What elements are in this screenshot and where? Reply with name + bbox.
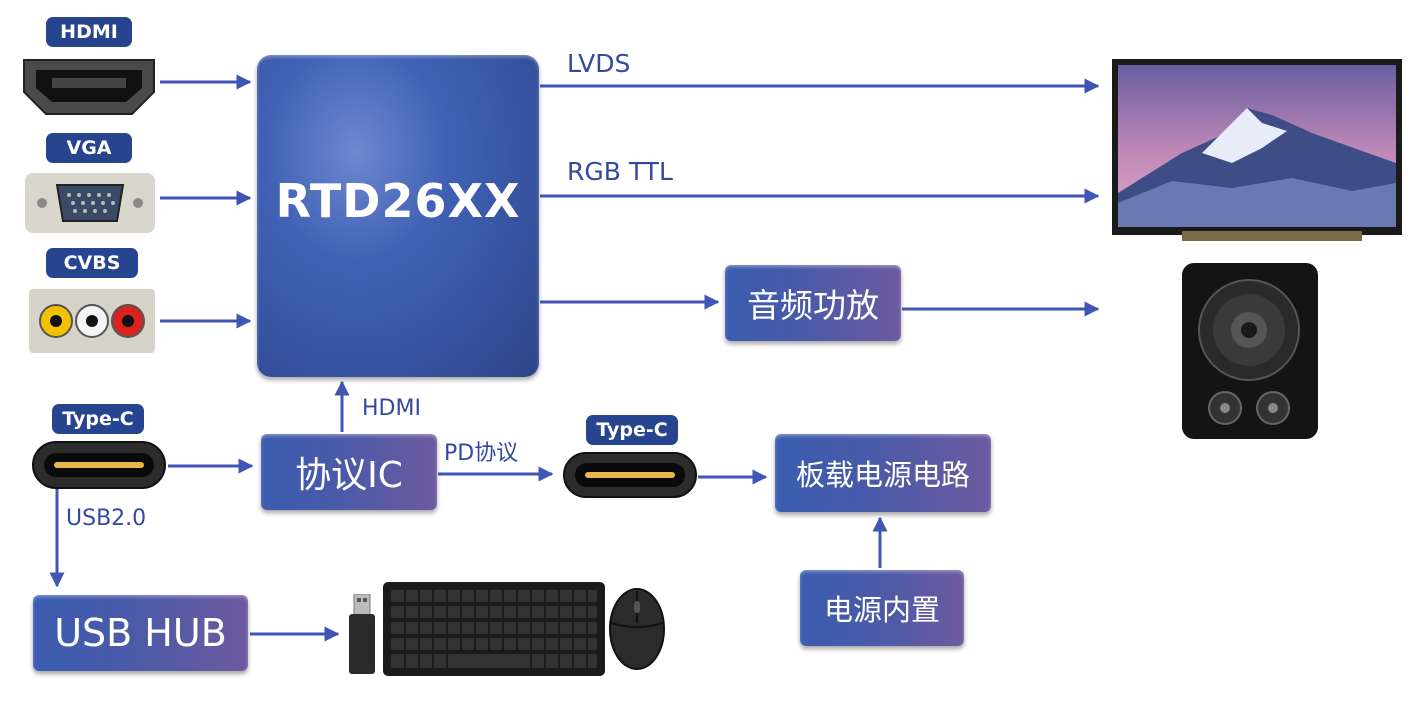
usb-hub-box: USB HUB <box>33 595 248 671</box>
cvbs-tag: CVBS <box>46 248 138 278</box>
usb-hub-label: USB HUB <box>54 611 227 655</box>
typec-mid-port-icon <box>563 452 697 498</box>
audio-amplifier-label: 音频功放 <box>747 286 879 325</box>
rgb-ttl-label: RGB TTL <box>567 157 673 186</box>
typec-port-icon <box>32 441 166 489</box>
rtd26xx-chip: RTD26XX <box>257 55 539 377</box>
onboard-power-box: 板载电源电路 <box>775 434 991 512</box>
lvds-label: LVDS <box>567 49 631 78</box>
pd-protocol-label: PD协议 <box>444 441 519 466</box>
vga-tag: VGA <box>46 133 132 163</box>
hdmi-port-icon <box>23 59 155 115</box>
vga-port-icon <box>25 173 155 233</box>
hdmi-link-label: HDMI <box>362 396 421 421</box>
onboard-power-label: 板载电源电路 <box>795 458 970 492</box>
protocol-ic-box: 协议IC <box>261 434 437 510</box>
rca-ports-icon <box>29 289 155 353</box>
mouse-icon <box>609 588 665 670</box>
usb2-label: USB2.0 <box>66 506 147 531</box>
builtin-power-label: 电源内置 <box>823 593 940 627</box>
protocol-ic-label: 协议IC <box>295 455 403 496</box>
usb-dongle-icon <box>349 594 375 674</box>
typec-input-tag: Type-C <box>52 404 144 434</box>
builtin-power-box: 电源内置 <box>800 570 964 646</box>
chip-label: RTD26XX <box>275 174 521 228</box>
audio-amplifier-box: 音频功放 <box>725 265 901 341</box>
keyboard-icon <box>383 582 605 676</box>
display-panel-image <box>1112 59 1402 241</box>
speaker-image <box>1182 263 1318 439</box>
typec-mid-tag: Type-C <box>586 415 678 445</box>
hdmi-tag: HDMI <box>46 17 132 47</box>
